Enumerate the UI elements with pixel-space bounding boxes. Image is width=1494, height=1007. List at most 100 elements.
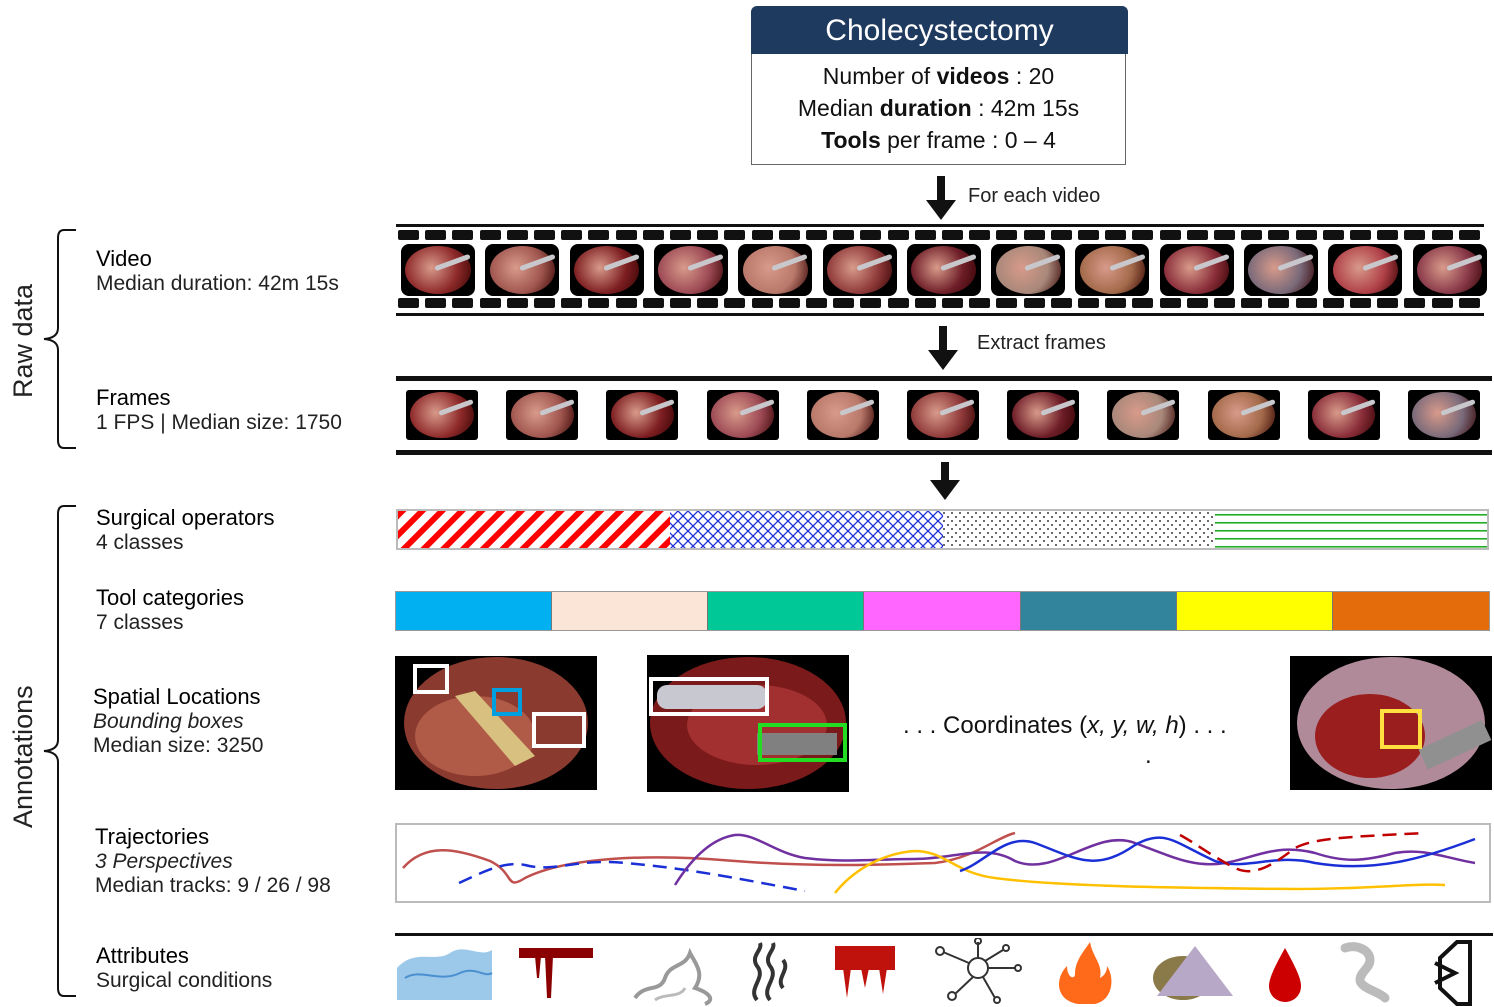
tools-row-label: Tool categories 7 classes (96, 585, 244, 634)
spatial-image-3 (1290, 656, 1492, 790)
raw-data-label: Raw data (8, 283, 38, 398)
sprocket-hole (561, 298, 583, 308)
video-frame-thumbnail (653, 244, 728, 296)
for-each-video-label: For each video (968, 185, 1101, 207)
video-frame-thumbnail (822, 244, 897, 296)
sprocket-hole (1078, 298, 1099, 308)
sprocket-hole (1268, 230, 1290, 240)
stat-videos: Number of videos : 20 (822, 63, 1055, 89)
video-row-label: Video Median duration: 42m 15s (96, 246, 339, 295)
sprocket-hole (561, 230, 583, 240)
down-arrow-icon (930, 462, 960, 500)
sprocket-hole (806, 298, 827, 308)
sprocket-hole (506, 230, 528, 240)
extracted-frame-thumbnail (706, 390, 779, 440)
sprocket-hole (1268, 298, 1290, 308)
sprocket-hole (833, 230, 855, 240)
sprocket-hole (724, 230, 746, 240)
spatial-image-2 (647, 655, 849, 792)
tool-category-segment-6 (1176, 592, 1333, 630)
sprocket-hole (1458, 230, 1480, 240)
blood-drop-icon (1269, 948, 1301, 1002)
sprocket-hole (778, 230, 800, 240)
blood-splatter-icon (835, 946, 895, 998)
sprocket-hole (670, 298, 691, 308)
down-arrow-icon (926, 176, 956, 220)
sprocket-hole (1159, 298, 1181, 308)
video-frame-thumbnail (738, 244, 813, 296)
sprocket-hole (670, 230, 691, 240)
sprocket-hole (506, 298, 528, 308)
sprocket-hole (1241, 230, 1263, 240)
spatial-image-1 (395, 656, 597, 790)
sprocket-hole (1078, 230, 1099, 240)
sprocket-hole (615, 298, 637, 308)
tool-category-segment-4 (864, 592, 1021, 630)
sprocket-hole (615, 230, 637, 240)
sprocket-hole (1214, 298, 1235, 308)
video-frame-thumbnail (906, 244, 981, 296)
trajectories-row-label: Trajectories 3 Perspectives Median track… (95, 824, 331, 897)
sprocket-hole (642, 230, 664, 240)
sprocket-hole (1186, 230, 1208, 240)
sprocket-hole (1431, 298, 1453, 308)
sprocket-hole (914, 230, 936, 240)
sprocket-hole (588, 298, 610, 308)
sprocket-hole (697, 230, 719, 240)
frames-row-label: Frames 1 FPS | Median size: 1750 (96, 385, 342, 434)
sprocket-hole (1241, 298, 1263, 308)
down-arrow-icon (928, 326, 958, 370)
operator-segment-1 (398, 511, 670, 548)
sprocket-hole (969, 298, 991, 308)
sprocket-hole (1404, 298, 1426, 308)
attributes-icons (397, 938, 1472, 1006)
sprocket-hole (1322, 230, 1344, 240)
sprocket-hole (778, 298, 800, 308)
stat-tools: Tools per frame : 0 – 4 (821, 127, 1056, 153)
extracted-frame-thumbnail (1207, 390, 1280, 440)
tool-categories-bar (395, 591, 1490, 631)
operator-segment-2 (670, 511, 943, 548)
sprocket-hole (1159, 230, 1181, 240)
sprocket-hole (1404, 230, 1426, 240)
sprocket-hole (425, 298, 447, 308)
sprocket-hole (479, 230, 501, 240)
tool-category-segment-2 (552, 592, 709, 630)
sprocket-hole (914, 298, 936, 308)
sprocket-hole (398, 298, 419, 308)
sprocket-hole (860, 230, 882, 240)
trajectory-darkred-dashed (1179, 831, 1426, 873)
sprocket-hole (887, 230, 909, 240)
extracted-frame-thumbnail (606, 390, 679, 440)
extracted-frame-thumbnail (1408, 390, 1480, 440)
sprocket-hole (1295, 230, 1317, 240)
coordinates-label: . . . Coordinates (x, y, w, h) . . . (903, 712, 1227, 739)
sprocket-hole (996, 230, 1018, 240)
stat-duration: Median duration : 42m 15s (797, 95, 1080, 121)
sprocket-hole (751, 230, 773, 240)
video-frame-thumbnail (1412, 244, 1487, 296)
sprocket-hole (479, 298, 501, 308)
tool-category-segment-5 (1020, 592, 1177, 630)
extracted-frame-thumbnail (806, 390, 879, 440)
extracted-frame-thumbnail (907, 390, 979, 440)
tool-category-segment-1 (396, 592, 553, 630)
sprocket-hole (534, 298, 555, 308)
network-icon (935, 938, 1022, 1004)
annotations-label: Annotations (8, 685, 38, 828)
sprocket-hole (1050, 298, 1072, 308)
debris-cloud-icon (1153, 946, 1233, 1000)
attributes-divider (395, 933, 1493, 936)
video-frame-thumbnail (485, 244, 560, 296)
sprocket-hole (398, 230, 419, 240)
video-frame-thumbnail (1328, 244, 1403, 296)
sprocket-hole (1350, 298, 1371, 308)
sprocket-hole (1050, 230, 1072, 240)
video-film-strip (396, 224, 1487, 316)
frames-strip (396, 376, 1492, 456)
video-frame-thumbnail (1159, 244, 1234, 296)
dataset-title: Cholecystectomy (751, 6, 1128, 54)
raw-data-brace (43, 229, 76, 449)
trajectory-purple (673, 833, 1476, 886)
sprocket-hole (887, 298, 909, 308)
